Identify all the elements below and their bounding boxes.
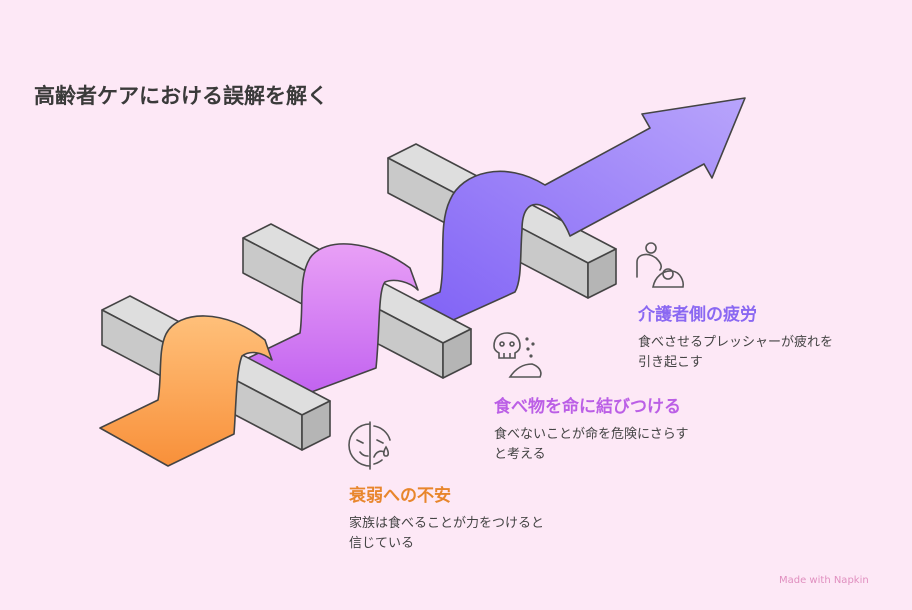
ribbon-pink: [239, 243, 419, 401]
page-title: 高齢者ケアにおける誤解を解く: [34, 84, 328, 108]
napkin-credit[interactable]: Made with Napkin: [779, 575, 869, 586]
desc-caregiver-fatigue: 食べさせるプレッシャーが疲れを引き起こす: [638, 333, 888, 373]
desc-weakness-fear: 家族は食べることが力をつけると信じている: [349, 514, 599, 554]
sad-face-tear-icon: [348, 421, 391, 470]
desc-line: と考える: [494, 447, 546, 462]
desc-line: 食べないことが命を危険にさらす: [494, 427, 689, 442]
ribbon-purple: [374, 97, 746, 336]
desc-line: 信じている: [349, 536, 415, 551]
skull-icon: [493, 332, 542, 378]
ribbon-orange: [99, 315, 273, 467]
desc-food-life: 食べないことが命を危険にさらすと考える: [494, 425, 744, 465]
heading-caregiver-fatigue: 介護者側の疲労: [638, 305, 757, 325]
desc-line: 食べさせるプレッシャーが疲れを: [638, 335, 834, 350]
heading-food-life: 食べ物を命に結びつける: [494, 397, 681, 417]
desc-line: 引き起こす: [638, 355, 703, 370]
caregiver-icon: [636, 242, 684, 288]
heading-weakness-fear: 衰弱への不安: [349, 486, 451, 506]
desc-line: 家族は食べることが力をつけると: [349, 516, 545, 531]
